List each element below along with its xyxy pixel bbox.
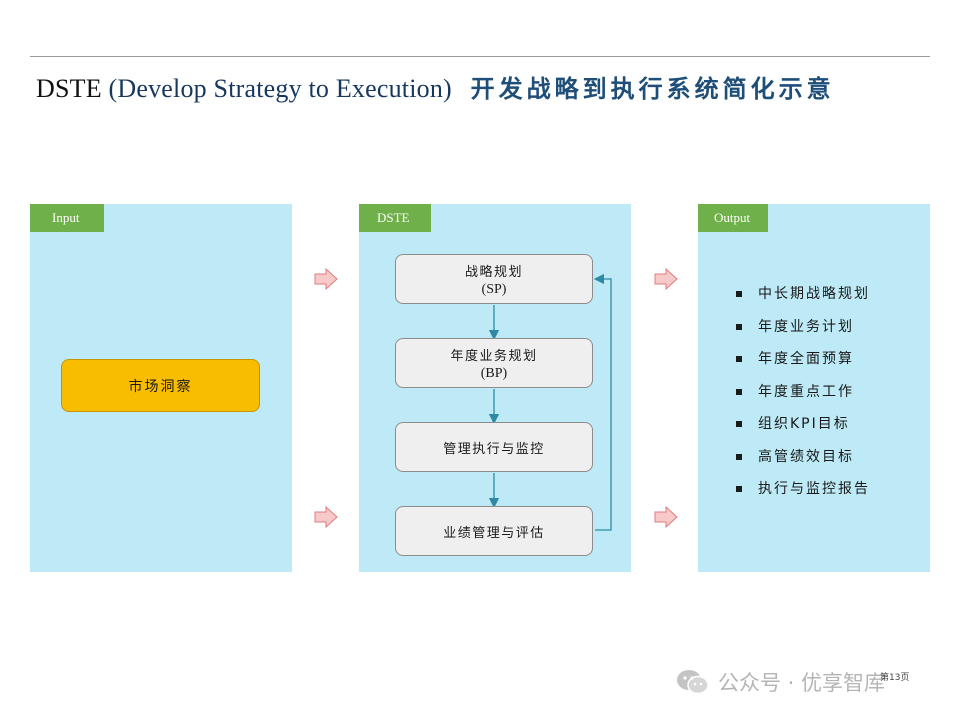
feedback-loop-arrow [593, 273, 612, 531]
bullet-icon [736, 291, 742, 297]
title-main: DSTE [36, 74, 102, 103]
dste-tab: DSTE [359, 204, 431, 232]
list-item: 高管绩效目标 [734, 447, 870, 480]
list-item: 执行与监控报告 [734, 479, 870, 512]
bullet-icon [736, 486, 742, 492]
step-abbr: (BP) [480, 365, 508, 381]
output-list: 中长期战略规划 年度业务计划 年度全面预算 年度重点工作 组织KPI目标 高管绩… [734, 284, 870, 512]
step-abbr: (SP) [481, 281, 507, 297]
bullet-icon [736, 388, 742, 395]
list-item: 年度业务计划 [734, 317, 870, 350]
watermark: 公众号 · 优享智库 [676, 666, 885, 698]
output-panel: Output 中长期战略规划 年度业务计划 年度全面预算 年度重点工作 组织KP… [698, 204, 930, 572]
title-chinese: 开发战略到执行系统简化示意 [470, 75, 835, 103]
block-arrow-right-icon [314, 506, 338, 528]
bullet-icon [736, 421, 742, 427]
list-item: 年度重点工作 [734, 382, 870, 415]
page-number: 第13页 [880, 673, 910, 683]
list-item: 中长期战略规划 [734, 284, 870, 317]
step-label: 管理执行与监控 [443, 441, 545, 457]
step-label: 战略规划 [464, 264, 523, 280]
step-business-planning: 年度业务规划 (BP) [395, 338, 593, 388]
list-item: 年度全面预算 [734, 349, 870, 382]
page-title: DSTE (Develop Strategy to Execution) 开发战… [36, 72, 896, 106]
market-insight-box: 市场洞察 [61, 359, 260, 412]
input-panel: Input 市场洞察 [30, 204, 292, 572]
step-label: 业绩管理与评估 [443, 525, 545, 541]
block-arrow-right-icon [654, 268, 678, 290]
title-english: (Develop Strategy to Execution) [108, 74, 452, 103]
block-arrow-right-icon [314, 268, 338, 290]
flow-connectors [488, 273, 612, 531]
watermark-text: 公众号 · 优享智库 [718, 671, 886, 695]
bullet-icon [736, 356, 742, 362]
output-tab: Output [698, 204, 768, 232]
dste-panel: DSTE 战略规划 (SP) 年度业务规划 (BP) 管理执行与监控 业绩管理与… [359, 204, 631, 572]
step-execution-monitoring: 管理执行与监控 [395, 422, 593, 472]
bullet-icon [736, 323, 742, 330]
list-item: 组织KPI目标 [734, 414, 870, 447]
step-label: 年度业务规划 [450, 348, 538, 364]
wechat-icon [677, 670, 709, 695]
block-arrow-right-icon [654, 506, 678, 528]
input-tab: Input [30, 204, 104, 232]
step-strategy-planning: 战略规划 (SP) [395, 254, 593, 304]
bullet-icon [736, 453, 742, 460]
top-divider [30, 56, 930, 57]
step-performance-evaluation: 业绩管理与评估 [395, 506, 593, 556]
